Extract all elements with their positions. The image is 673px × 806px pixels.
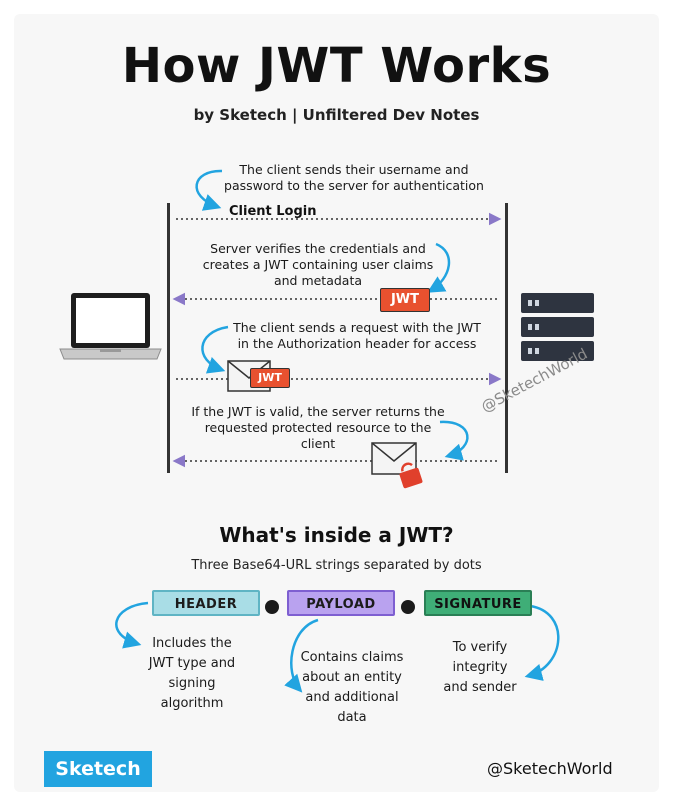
payload-segment: PAYLOAD <box>287 590 395 616</box>
brand-logo: Sketech <box>44 751 152 787</box>
step3-description: The client sends a request with the JWT … <box>233 320 481 351</box>
server-lifeline <box>505 203 508 473</box>
step1-description: The client sends their username and pass… <box>224 162 484 193</box>
signature-segment: SIGNATURE <box>424 590 532 616</box>
jwt-request-badge: JWT <box>250 368 290 388</box>
section-subtitle: Three Base64-URL strings separated by do… <box>191 558 482 573</box>
header-segment: HEADER <box>152 590 260 616</box>
jwt-token-badge: JWT <box>380 288 430 312</box>
section-title: What's inside a JWT? <box>219 523 454 547</box>
separator-dot-2 <box>401 600 415 614</box>
payload-description: Contains claims about an entity and addi… <box>300 650 404 725</box>
client-login-label: Client Login <box>229 204 317 219</box>
header-description: Includes the JWT type and signing algori… <box>148 636 236 711</box>
step2-description: Server verifies the credentials and crea… <box>202 241 434 288</box>
signature-description: To verify integrity and sender <box>443 640 517 695</box>
client-lifeline <box>167 203 170 473</box>
step4-description: If the JWT is valid, the server returns … <box>191 404 445 451</box>
separator-dot-1 <box>265 600 279 614</box>
social-handle: @SketechWorld <box>487 759 613 778</box>
page-title: How JWT Works <box>121 38 552 94</box>
page-subtitle: by Sketech | Unfiltered Dev Notes <box>193 106 480 124</box>
